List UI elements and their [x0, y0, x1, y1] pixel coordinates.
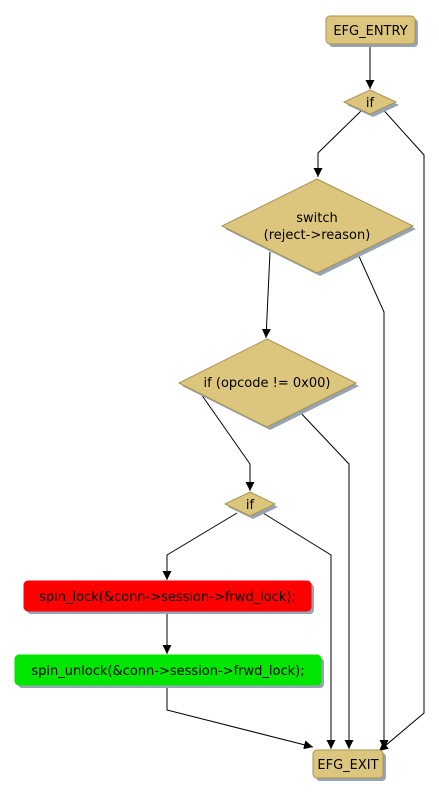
node-exit[interactable]: EFG_EXIT	[312, 749, 386, 781]
node-if-top-diamond	[342, 89, 398, 115]
node-entry-label: EFG_ENTRY	[333, 24, 407, 39]
node-if-opcode-diamond	[177, 338, 358, 428]
edge-switch-to-exit	[357, 253, 389, 749]
node-if-small-diamond	[223, 491, 277, 517]
edges	[162, 44, 425, 752]
node-if-top[interactable]: if	[342, 89, 399, 117]
node-if-small[interactable]: if	[223, 491, 278, 519]
node-switch-diamond	[220, 178, 415, 274]
node-spin-lock[interactable]: spin_lock(&conn->session->frwd_lock);	[23, 580, 314, 614]
node-if-opcode-label: if (opcode != 0x00)	[204, 376, 331, 391]
node-switch-label-line2: (reject->reason)	[264, 228, 371, 243]
node-spin-unlock[interactable]: spin_unlock(&conn->session->frwd_lock);	[14, 654, 324, 688]
node-spin-lock-label: spin_lock(&conn->session->frwd_lock);	[39, 590, 296, 605]
node-spin-lock-box	[23, 580, 312, 612]
node-spin-unlock-box	[14, 654, 322, 686]
node-if-top-label: if	[366, 96, 375, 111]
edge-spin-unlock-to-exit	[166, 685, 314, 750]
edge-if-to-switch	[313, 110, 362, 177]
node-exit-box	[312, 749, 384, 779]
edge-switch-to-if-opcode	[261, 251, 271, 339]
edge-if-to-exit	[378, 104, 425, 752]
node-spin-unlock-label: spin_unlock(&conn->session->frwd_lock);	[31, 664, 304, 679]
edge-if-opcode-to-if	[200, 393, 255, 491]
node-switch[interactable]: switch (reject->reason)	[220, 178, 416, 276]
node-if-small-label: if	[246, 498, 255, 513]
node-if-opcode[interactable]: if (opcode != 0x00)	[177, 338, 359, 430]
edge-if-to-exit-2	[262, 512, 336, 749]
node-exit-label: EFG_EXIT	[317, 758, 378, 773]
node-entry-box	[325, 15, 416, 45]
node-switch-label-line1: switch	[296, 211, 338, 226]
edge-if-to-spin-lock	[162, 512, 238, 580]
edge-if-opcode-to-exit	[297, 409, 354, 749]
node-entry[interactable]: EFG_ENTRY	[325, 15, 418, 47]
